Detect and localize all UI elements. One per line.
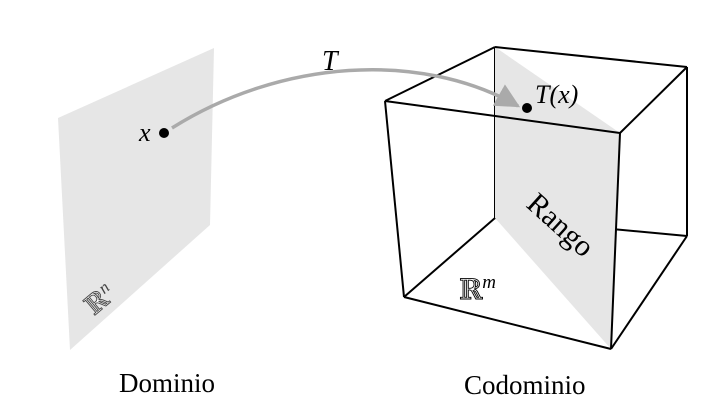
point-x-label: x — [138, 118, 151, 147]
point-tx — [522, 103, 532, 113]
codomain-cube-edges — [384, 46, 688, 350]
codomain-space-symbol: ℝ — [459, 275, 483, 306]
mapping-arrow — [171, 68, 521, 130]
map-label: T — [322, 46, 340, 77]
codomain-caption: Codominio — [464, 370, 586, 400]
point-x — [159, 128, 169, 138]
domain-caption: Dominio — [119, 368, 215, 398]
range-plane — [495, 47, 620, 349]
domain-plane — [58, 48, 214, 350]
point-tx-label: T(x) — [535, 80, 578, 109]
codomain-space-label: ℝm — [459, 272, 496, 306]
codomain-space-exponent: m — [482, 272, 496, 293]
